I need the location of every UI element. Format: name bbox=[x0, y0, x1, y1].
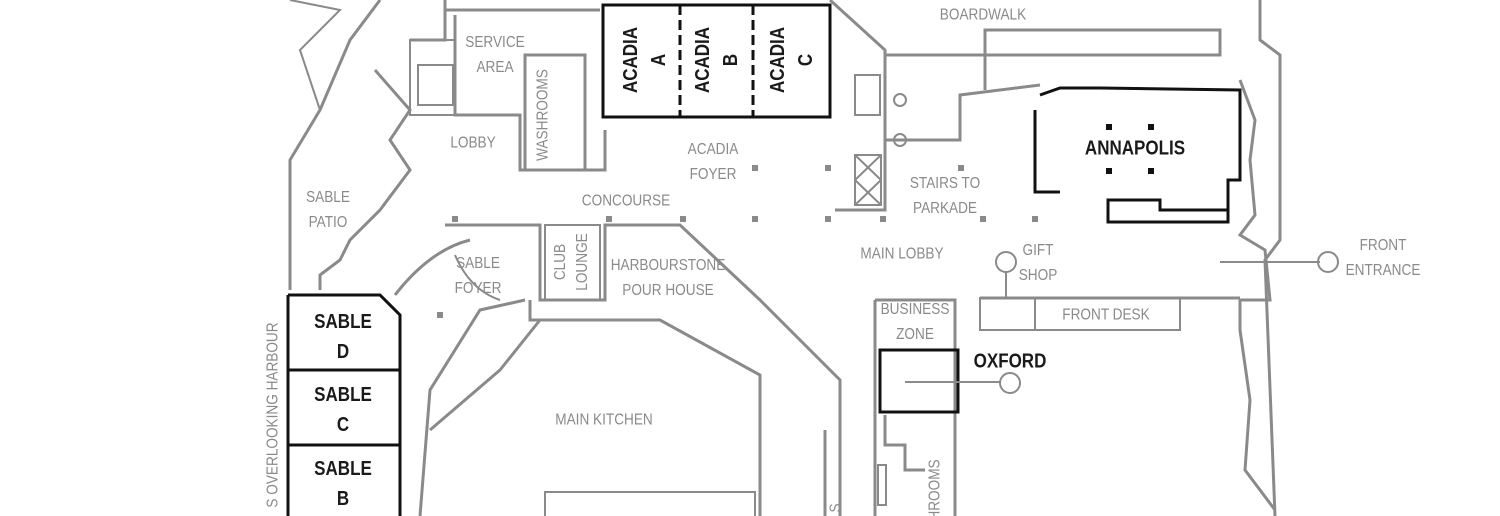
text: FOYER bbox=[689, 166, 737, 183]
text: ZONE bbox=[896, 326, 934, 343]
room-acadia-b[interactable]: ACADIA B bbox=[689, 27, 745, 93]
room-oxford[interactable]: OXFORD bbox=[973, 350, 1047, 373]
main-kitchen-label: MAIN KITCHEN bbox=[555, 411, 653, 429]
text: CLUB bbox=[552, 243, 569, 281]
stairs-partial-label: S bbox=[827, 503, 845, 513]
room-sable-b[interactable]: SABLE B bbox=[314, 454, 372, 514]
acadia-foyer-label: ACADIA FOYER bbox=[688, 137, 739, 187]
text: SHOP bbox=[1018, 267, 1058, 284]
text: HARBOURSTONE bbox=[610, 257, 726, 274]
front-entrance-label: FRONT ENTRANCE bbox=[1346, 233, 1421, 283]
washrooms-label: WASHROOMS bbox=[534, 69, 552, 161]
text: ENTRANCE bbox=[1345, 262, 1421, 279]
text: PATIO bbox=[308, 214, 348, 231]
text: FRONT bbox=[1359, 237, 1407, 254]
room-acadia-a[interactable]: ACADIA A bbox=[617, 27, 673, 93]
text: AREA bbox=[476, 59, 514, 76]
text: A bbox=[648, 53, 670, 67]
text: SABLE bbox=[456, 255, 500, 272]
front-desk-label: FRONT DESK bbox=[1062, 306, 1150, 324]
concourse-label: CONCOURSE bbox=[581, 192, 671, 210]
room-sable-c[interactable]: SABLE C bbox=[314, 380, 372, 440]
room-annapolis[interactable]: ANNAPOLIS bbox=[1084, 137, 1186, 160]
boardwalk-label: BOARDWALK bbox=[939, 6, 1027, 24]
business-zone-label: BUSINESS ZONE bbox=[881, 297, 950, 347]
text: STAIRS TO bbox=[909, 175, 981, 192]
text: LOUNGE bbox=[574, 233, 591, 291]
text: FOYER bbox=[454, 280, 502, 297]
text: POUR HOUSE bbox=[622, 282, 714, 299]
text: ACADIA bbox=[692, 26, 714, 94]
text: SABLE bbox=[306, 189, 350, 206]
overlooking-harbour-label: S OVERLOOKING HARBOUR bbox=[264, 322, 282, 508]
text: D bbox=[336, 341, 350, 363]
room-acadia-c[interactable]: ACADIA C bbox=[764, 27, 820, 93]
text: C bbox=[336, 414, 350, 436]
text: GIFT bbox=[1022, 242, 1054, 259]
club-lounge-label: CLUB LOUNGE bbox=[550, 233, 594, 290]
sable-foyer-label: SABLE FOYER bbox=[455, 251, 502, 301]
harbourstone-label: HARBOURSTONE POUR HOUSE bbox=[611, 253, 726, 303]
washrooms-bottom-label: HROOMS bbox=[926, 459, 944, 516]
room-sable-d[interactable]: SABLE D bbox=[314, 307, 372, 367]
gift-shop-label: GIFT SHOP bbox=[1019, 238, 1058, 288]
text: BUSINESS bbox=[880, 301, 950, 318]
sable-patio-label: SABLE PATIO bbox=[306, 185, 350, 235]
text: C bbox=[795, 53, 817, 67]
text: ACADIA bbox=[767, 26, 789, 94]
main-lobby-label: MAIN LOBBY bbox=[860, 245, 944, 263]
text: SABLE bbox=[314, 384, 372, 406]
text: PARKADE bbox=[913, 200, 977, 217]
text: SABLE bbox=[314, 458, 372, 480]
text: ACADIA bbox=[620, 26, 642, 94]
stairs-to-parkade-label: STAIRS TO PARKADE bbox=[910, 171, 980, 221]
service-area-label: SERVICE AREA bbox=[465, 30, 524, 80]
text: B bbox=[336, 488, 350, 510]
text: SABLE bbox=[314, 311, 372, 333]
text: SERVICE bbox=[465, 34, 525, 51]
lobby-label: LOBBY bbox=[450, 134, 496, 152]
text: B bbox=[720, 53, 742, 67]
text: ACADIA bbox=[687, 141, 739, 158]
